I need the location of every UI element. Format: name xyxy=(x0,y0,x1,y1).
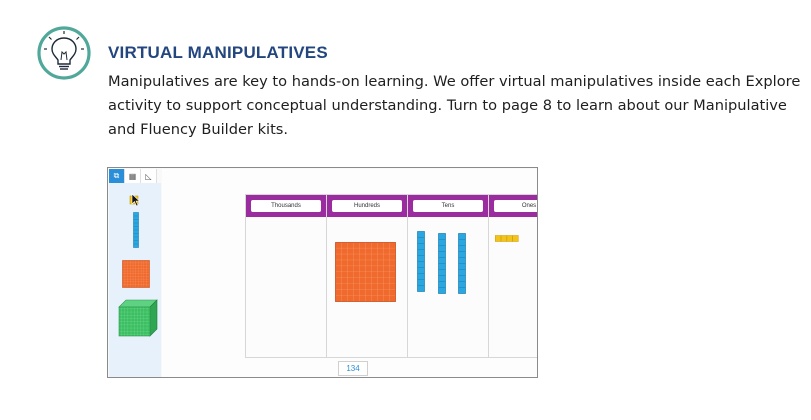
column-header: Hundreds xyxy=(327,195,407,217)
section-body: Manipulatives are key to hands-on learni… xyxy=(108,70,801,142)
body-line: Manipulatives are key to hands-on learni… xyxy=(108,73,801,90)
unit-cube-blocks[interactable] xyxy=(495,235,519,242)
column-header: Thousands xyxy=(246,195,326,217)
column-label: Thousands xyxy=(251,200,321,212)
ten-rod-block[interactable] xyxy=(417,231,425,292)
body-line: activity to support conceptual understan… xyxy=(108,97,787,114)
column-ones[interactable]: Ones xyxy=(489,195,537,357)
grid-icon[interactable]: ▦ xyxy=(125,169,141,183)
palette-unit-cube[interactable] xyxy=(129,193,141,207)
palette-hundred-flat[interactable] xyxy=(122,260,150,288)
column-hundreds[interactable]: Hundreds xyxy=(327,195,408,357)
column-thousands[interactable]: Thousands xyxy=(246,195,327,357)
body-line: and Fluency Builder kits. xyxy=(108,121,289,138)
column-label: Tens xyxy=(413,200,483,212)
hundred-flat-block[interactable] xyxy=(335,242,396,302)
section-heading: VIRTUAL MANIPULATIVES xyxy=(108,43,328,62)
blocks-icon[interactable]: ⧉ xyxy=(109,169,125,183)
column-tens[interactable]: Tens xyxy=(408,195,489,357)
ruler-icon[interactable]: ◺ xyxy=(141,169,157,183)
block-palette xyxy=(109,183,161,377)
place-value-chart: Thousands Hundreds xyxy=(245,194,537,358)
column-label: Hundreds xyxy=(332,200,402,212)
value-readout: 134 xyxy=(338,361,368,376)
tool-tabs: ⧉ ▦ ◺ xyxy=(109,169,157,183)
workspace: Thousands Hundreds xyxy=(162,169,537,377)
column-header: Tens xyxy=(408,195,488,217)
palette-ten-rod[interactable] xyxy=(133,212,139,248)
column-header: Ones xyxy=(489,195,537,217)
palette-thousand-cube[interactable] xyxy=(118,299,158,337)
column-label: Ones xyxy=(494,200,537,212)
lightbulb-icon xyxy=(37,26,91,80)
ten-rod-block[interactable] xyxy=(438,233,446,294)
manipulatives-screenshot: ⧉ ▦ ◺ xyxy=(107,167,538,378)
ten-rod-block[interactable] xyxy=(458,233,466,294)
